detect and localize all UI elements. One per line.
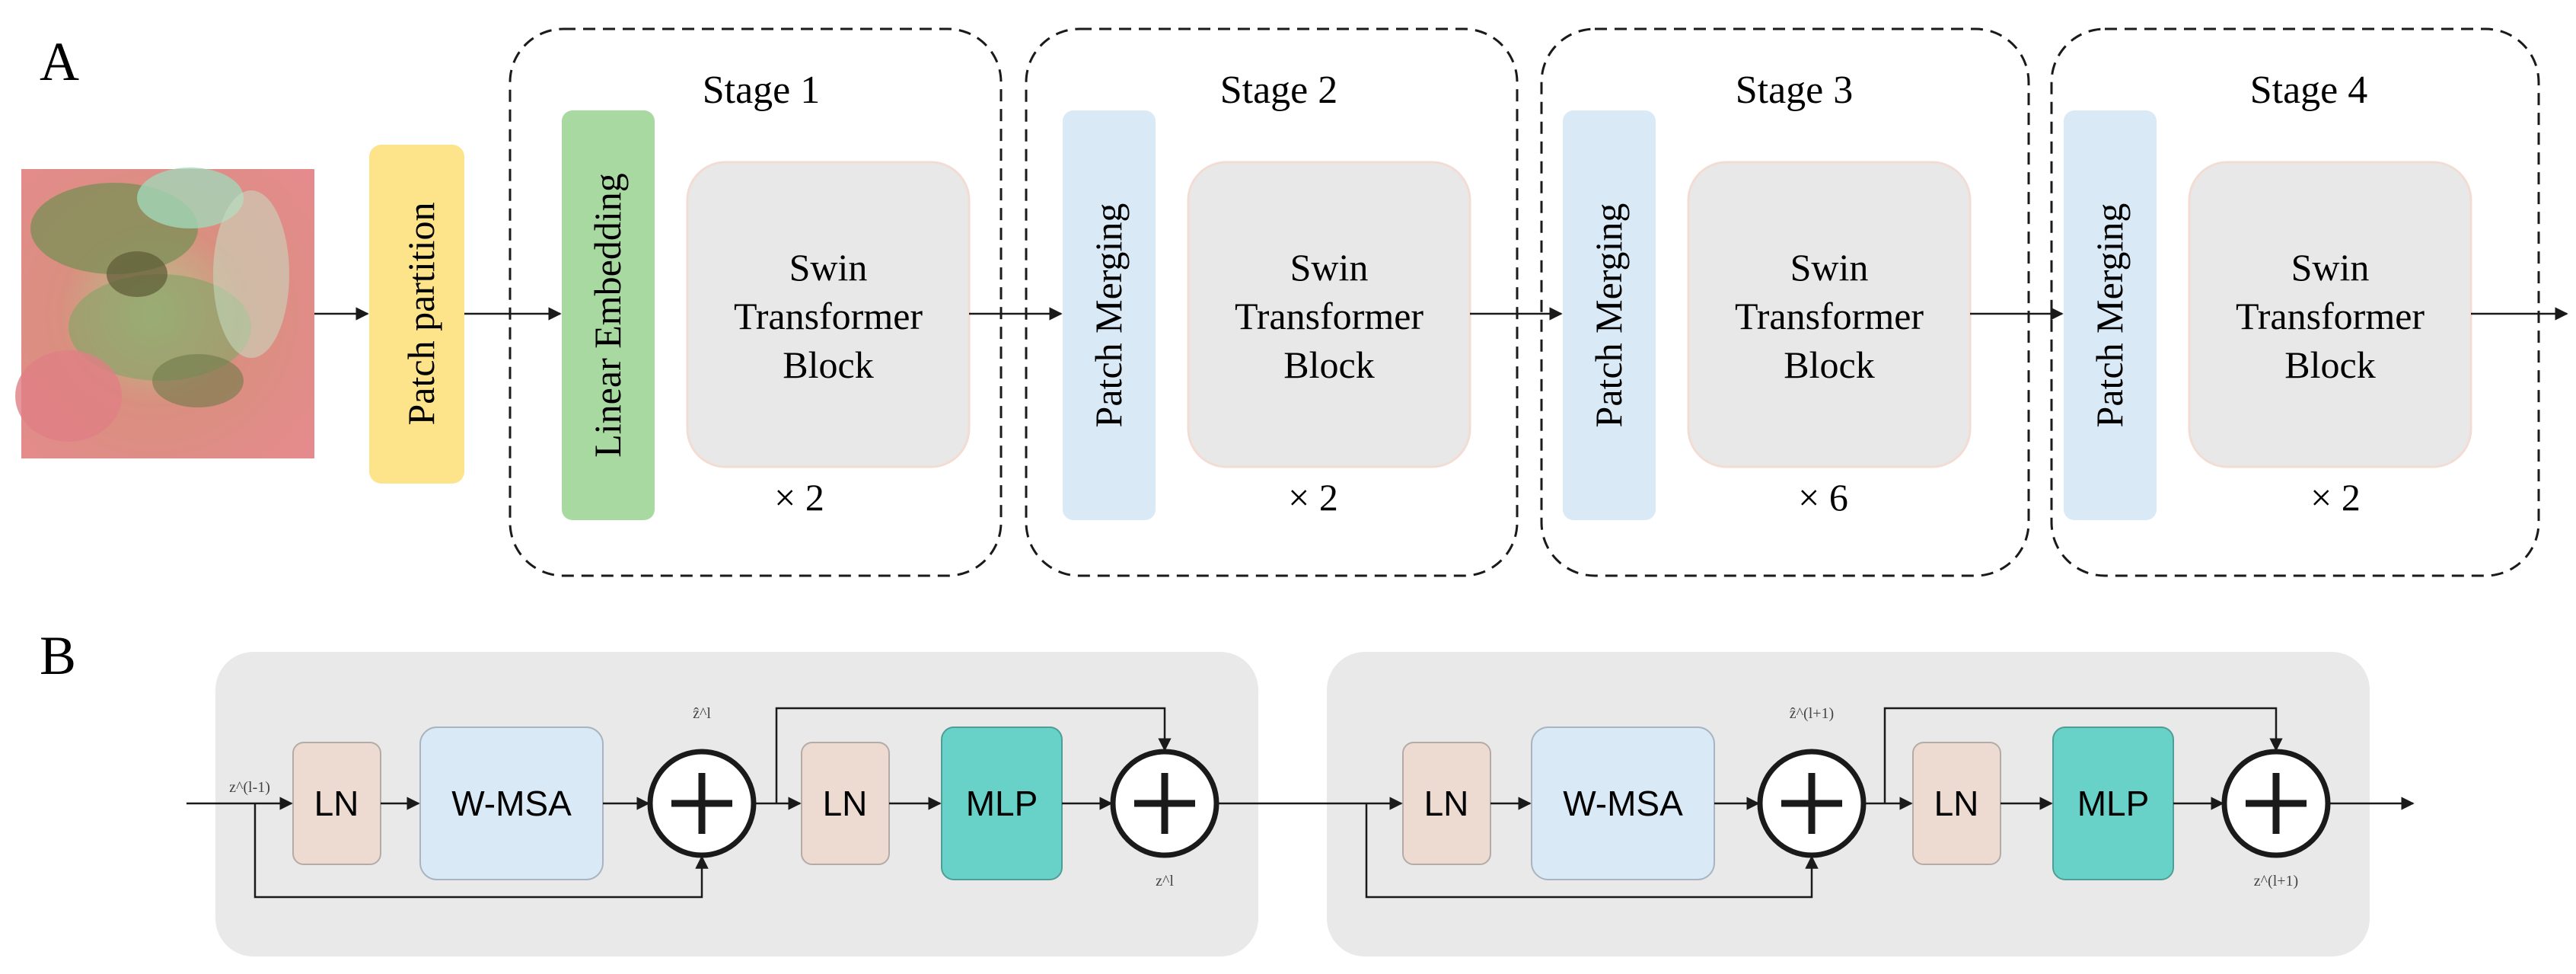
panel-b-label: B — [40, 625, 76, 686]
stage-2-repeat: × 2 — [1288, 476, 1338, 519]
block-2-output-label: z^(l+1) — [2254, 873, 2298, 889]
stage-3-frame — [1540, 27, 2030, 577]
block-1-add-1-plus-circle-icon — [647, 749, 757, 858]
stage-4-patch-merging-label: Patch Merging — [2088, 203, 2131, 428]
block-1-wmsa-label: W-MSA — [451, 784, 572, 823]
stage-2-swin-line-2: Transformer — [1235, 295, 1423, 337]
stage-1-swin-line-3: Block — [783, 343, 873, 386]
stage-2-swin-line-1: Swin — [1290, 246, 1369, 289]
linear-embedding-block — [562, 110, 655, 520]
panel-b-arrows — [187, 707, 2415, 899]
stage-2-patch-merging-label: Patch Merging — [1087, 203, 1130, 428]
block-1-mid-label: ẑ^l — [693, 705, 711, 722]
endoscopy-image — [15, 168, 314, 458]
block-2-mlp-label: MLP — [2077, 784, 2150, 823]
block-2-add-2-plus-circle-icon — [2221, 749, 2331, 858]
stage-3-repeat: × 6 — [1798, 476, 1848, 519]
block-1-mlp-label: MLP — [966, 784, 1038, 823]
stage-4-patch-merging-block — [2064, 110, 2157, 520]
stage-1-swin-line-2: Transformer — [734, 295, 923, 337]
block-2-add-1-plus-circle-icon — [1757, 749, 1867, 858]
panel-a-label: A — [40, 31, 79, 92]
block-2-ln-2-label: LN — [1934, 784, 1979, 823]
block-2-wmsa-label: W-MSA — [1563, 784, 1683, 823]
stage-3-swin-line-3: Block — [1784, 343, 1874, 386]
block-2-ln-1-label: LN — [1424, 784, 1469, 823]
stage-2-swin-line-3: Block — [1283, 343, 1374, 386]
stage-4-frame — [2050, 27, 2540, 577]
stage-3-swin-line-1: Swin — [1790, 246, 1869, 289]
block-1-input-label: z^(l-1) — [229, 779, 270, 796]
stage-1-title: Stage 1 — [703, 69, 821, 112]
stage-3-title: Stage 3 — [1736, 69, 1854, 112]
stage-2-patch-merging-block — [1063, 110, 1156, 520]
stage-3-swin-line-2: Transformer — [1735, 295, 1924, 337]
stage-2-title: Stage 2 — [1220, 69, 1338, 112]
stage-4-swin-line-1: Swin — [2291, 246, 2370, 289]
linear-embedding-label: Linear Embedding — [586, 173, 629, 458]
block-1-ln-1-label: LN — [314, 784, 359, 823]
block-2-mid-label: ẑ^(l+1) — [1790, 705, 1834, 722]
stage-1-repeat: × 2 — [774, 476, 824, 519]
block-1-add-2-plus-circle-icon — [1110, 749, 1219, 858]
stage-4-swin-line-3: Block — [2284, 343, 2375, 386]
stage-1-swin-line-1: Swin — [789, 246, 868, 289]
patch-partition-label: Patch partition — [400, 203, 442, 426]
stage-4-title: Stage 4 — [2250, 69, 2368, 112]
stage-4-swin-line-2: Transformer — [2236, 295, 2425, 337]
stage-3-patch-merging-block — [1563, 110, 1656, 520]
stage-3-patch-merging-label: Patch Merging — [1587, 203, 1630, 428]
block-1-output-label: z^l — [1156, 873, 1174, 889]
stage-4-repeat: × 2 — [2310, 476, 2361, 519]
patch-partition-block — [369, 145, 464, 484]
block-1-ln-2-label: LN — [823, 784, 868, 823]
